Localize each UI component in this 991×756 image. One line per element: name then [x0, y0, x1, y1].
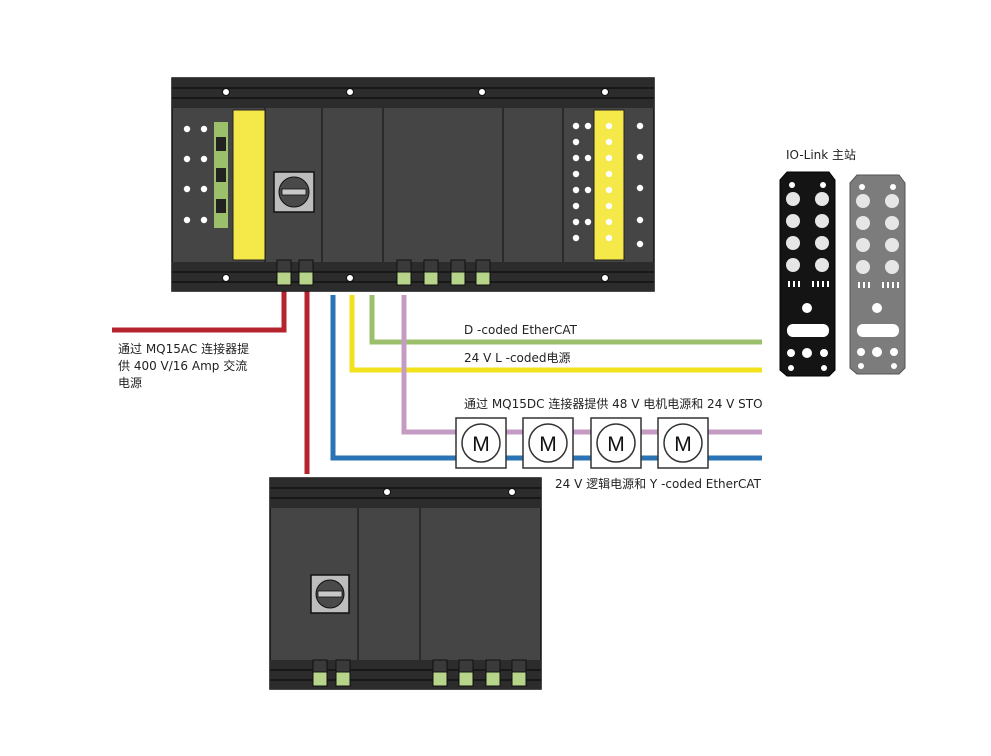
motor-4: M	[657, 417, 709, 469]
right-io-block	[572, 109, 644, 261]
drive-cabinet	[269, 477, 542, 690]
d-coded-ethercat-label: D -coded EtherCAT	[464, 323, 577, 337]
left-io-block	[183, 109, 266, 261]
rotary-switch-top	[273, 171, 315, 213]
iolink-master-black	[779, 171, 836, 377]
ac-power-label-line3: 电源	[118, 376, 143, 390]
motor-1: M	[455, 417, 507, 469]
iolink-master-grey	[849, 174, 906, 375]
dc-motor-power-label: 通过 MQ15DC 连接器提供 48 V 电机电源和 24 V STO	[464, 397, 763, 411]
motor-3: M	[590, 417, 642, 469]
y-coded-logic-label: 24 V 逻辑电源和 Y -coded EtherCAT	[555, 477, 761, 491]
l-coded-power-label: 24 V L -coded电源	[464, 351, 571, 365]
drive-rail-upper	[270, 478, 541, 508]
top-rail-lower	[172, 262, 654, 291]
top-rail-upper	[172, 78, 654, 108]
ac-power-cable-label	[112, 283, 287, 333]
iolink-master-label: IO-Link 主站	[786, 148, 857, 162]
d-coded-ethercat-cable	[369, 295, 762, 345]
cables	[112, 283, 762, 474]
drive-cabinet-connectors	[312, 659, 527, 687]
motor-3-symbol: M	[607, 433, 625, 456]
motors: M M M M	[455, 417, 709, 469]
ac-power-label-line1: 通过 MQ15AC 连接器提	[118, 342, 250, 356]
motor-power-cable	[401, 295, 762, 435]
motor-2: M	[522, 417, 574, 469]
l-coded-power-cable	[349, 295, 762, 373]
motor-2-symbol: M	[539, 433, 557, 456]
motor-4-symbol: M	[674, 433, 692, 456]
top-control-cabinet	[171, 77, 655, 292]
motor-1-symbol: M	[472, 433, 490, 456]
ac-power-label-line2: 供 400 V/16 Amp 交流	[118, 359, 248, 373]
rotary-switch-drive	[310, 574, 350, 614]
top-cabinet-connectors	[276, 259, 491, 286]
